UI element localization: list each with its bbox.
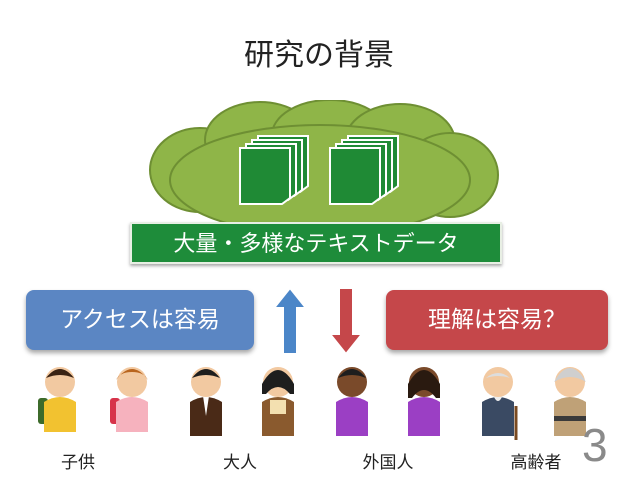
person-icon (408, 367, 440, 436)
people-illustration (38, 367, 586, 440)
person-icon (110, 367, 148, 432)
document-icon (329, 135, 399, 205)
slide-title: 研究の背景 (244, 38, 394, 73)
text-data-banner: 大量・多様なテキストデータ (130, 222, 502, 264)
person-icon (482, 367, 518, 440)
group-label-adults: 大人 (223, 453, 257, 473)
understanding-easy-box: 理解は容易？ (386, 290, 608, 350)
up-arrow-icon (272, 286, 308, 355)
down-arrow-icon (328, 287, 364, 356)
person-icon (336, 367, 368, 436)
group-label-children: 子供 (61, 453, 95, 473)
document-icon (239, 135, 309, 205)
group-label-foreigners: 外国人 (362, 453, 414, 473)
cloud-shape (149, 100, 499, 236)
person-icon (554, 367, 586, 436)
page-number: 3 (582, 419, 608, 471)
person-icon (38, 367, 76, 432)
person-icon (190, 367, 222, 436)
person-icon (262, 367, 294, 436)
group-label-elderly: 高齢者 (510, 453, 562, 473)
access-easy-box: アクセスは容易 (26, 290, 254, 350)
